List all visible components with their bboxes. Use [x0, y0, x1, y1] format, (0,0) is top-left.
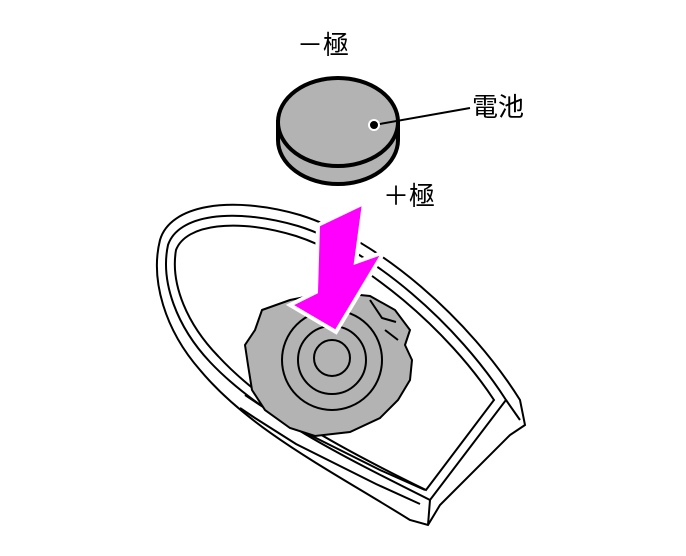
- battery-label: 電池: [472, 93, 525, 123]
- battery-holder: [243, 290, 414, 438]
- coin-battery: [276, 76, 400, 186]
- battery-leader-line: [368, 107, 471, 131]
- insert-arrow: [285, 199, 389, 335]
- negative-pole-label: －極: [297, 31, 350, 61]
- positive-pole-label: ＋極: [383, 182, 436, 212]
